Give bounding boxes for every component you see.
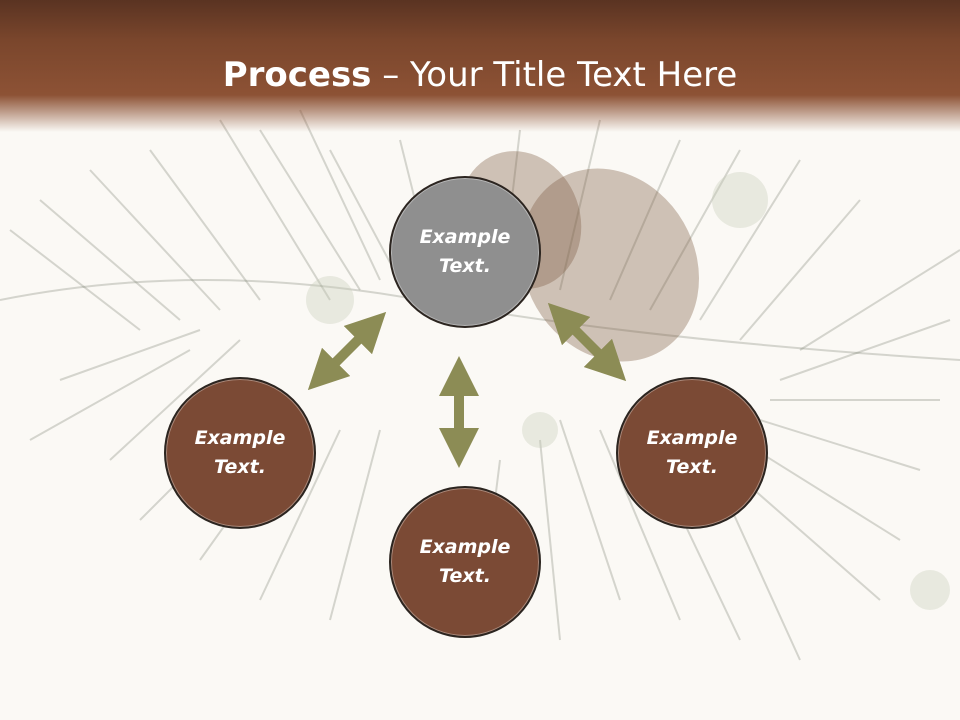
process-node-left-label: Example Text. [194,427,286,478]
title-banner [0,0,960,132]
arrow-top-right [547,302,627,382]
process-node-right-label: Example Text. [646,427,738,478]
slide-title-rest: – Your Title Text Here [371,55,738,95]
process-node-top-label: Example Text. [419,226,511,277]
process-node-left[interactable]: Example Text. [164,377,316,529]
arrow-top-left [307,311,387,391]
process-node-bottom-label: Example Text. [419,536,511,587]
slide-title: Process – Your Title Text Here [0,52,960,98]
process-node-right[interactable]: Example Text. [616,377,768,529]
slide-title-bold: Process [222,55,372,95]
process-node-top[interactable]: Example Text. [389,176,541,328]
process-node-bottom[interactable]: Example Text. [389,486,541,638]
